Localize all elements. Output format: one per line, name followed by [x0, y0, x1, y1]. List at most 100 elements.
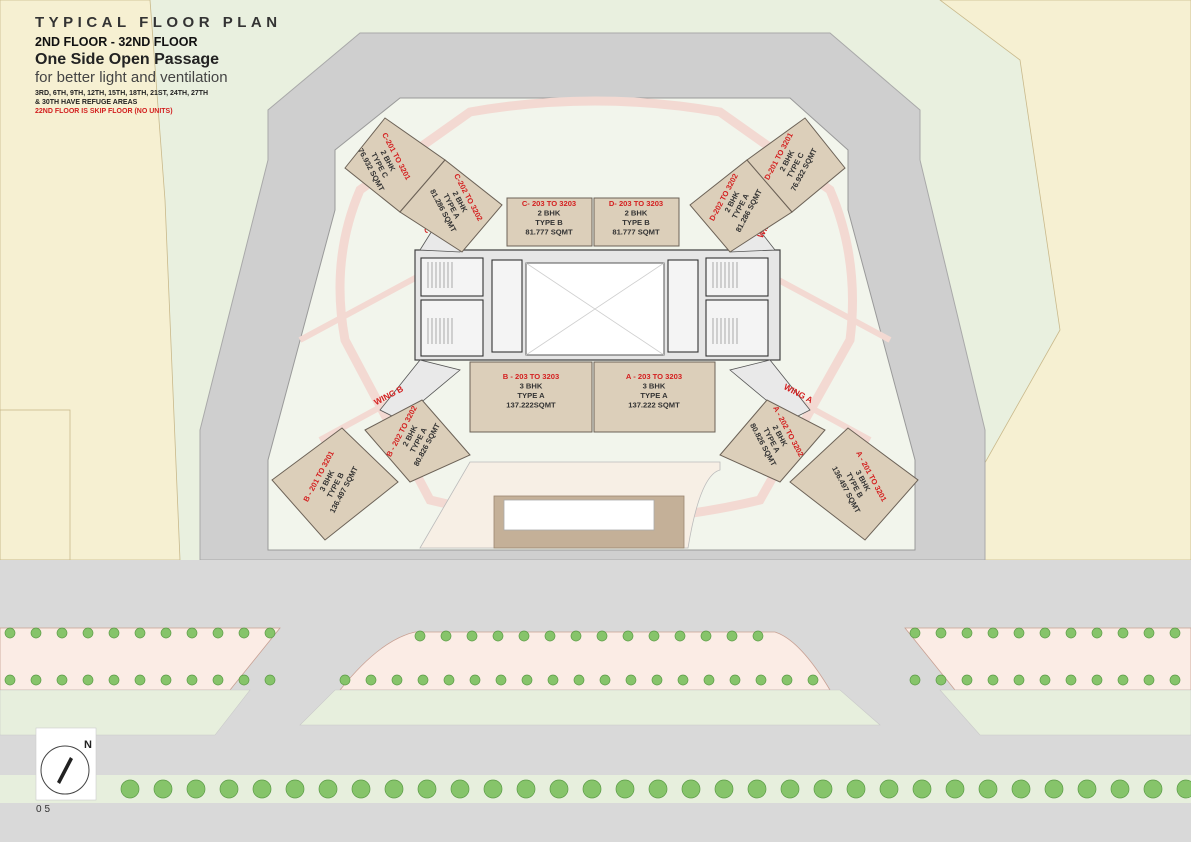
unit-bhk: 3 BHK — [520, 382, 543, 391]
tree — [573, 674, 585, 686]
tree — [1065, 627, 1077, 639]
tree — [414, 630, 426, 642]
tree — [495, 674, 507, 686]
tree — [781, 674, 793, 686]
unit-type: TYPE A — [517, 391, 545, 400]
tree — [582, 779, 602, 799]
tree — [912, 779, 932, 799]
tree — [521, 674, 533, 686]
green-strip-east — [939, 689, 1191, 736]
unit-bhk: 2 BHK — [625, 209, 648, 218]
unit-code: D- 203 TO 3203 — [609, 199, 663, 208]
unit-bhk: 3 BHK — [643, 382, 666, 391]
tree — [547, 674, 559, 686]
tree — [384, 779, 404, 799]
tree — [813, 779, 833, 799]
unit-block — [399, 159, 503, 253]
tree — [417, 779, 437, 799]
plot-beige-west — [0, 0, 181, 561]
tree — [238, 627, 250, 639]
tree — [56, 674, 68, 686]
tree — [466, 630, 478, 642]
tree — [1065, 674, 1077, 686]
unit-block — [593, 361, 716, 433]
tree — [351, 779, 371, 799]
tree — [879, 779, 899, 799]
tree — [391, 674, 403, 686]
core-room — [667, 259, 699, 353]
tree — [961, 674, 973, 686]
tree — [615, 779, 635, 799]
plan-title: TYPICAL FLOOR PLAN — [35, 14, 282, 31]
tree — [945, 779, 965, 799]
tree — [978, 779, 998, 799]
tree — [1039, 674, 1051, 686]
tree — [285, 779, 305, 799]
tree — [622, 630, 634, 642]
tree — [212, 627, 224, 639]
tree — [4, 627, 16, 639]
tree — [160, 674, 172, 686]
tree — [1143, 674, 1155, 686]
tree — [108, 627, 120, 639]
tree — [1091, 674, 1103, 686]
north-compass: N — [35, 727, 97, 801]
tree — [648, 630, 660, 642]
tree — [1169, 674, 1181, 686]
walkway-links — [298, 267, 892, 443]
tree — [674, 630, 686, 642]
tree — [1039, 627, 1051, 639]
tree — [339, 674, 351, 686]
tree — [82, 627, 94, 639]
tree — [318, 779, 338, 799]
tree — [264, 674, 276, 686]
tree — [961, 627, 973, 639]
void-cross — [525, 262, 665, 356]
tree — [1077, 779, 1097, 799]
tree — [909, 674, 921, 686]
page-number: 05 — [36, 804, 54, 815]
unit-type: TYPE B — [622, 218, 650, 227]
compass-ring — [40, 745, 90, 795]
tree — [935, 674, 947, 686]
unit-block — [593, 197, 680, 247]
tree — [264, 627, 276, 639]
unit-area: 81.777 SQMT — [525, 228, 573, 237]
skip-floor-note: 22ND FLOOR IS SKIP FLOOR (NO UNITS) — [35, 108, 173, 115]
feature-subheading: for better light and ventilation — [35, 69, 228, 86]
unit-area: 81.777 SQMT — [612, 228, 660, 237]
unit-d-201: D-201 TO 32012 BHKTYPE C76.932 SQMT — [746, 117, 846, 213]
tree — [238, 674, 250, 686]
tree — [30, 674, 42, 686]
tree — [681, 779, 701, 799]
tree — [440, 630, 452, 642]
tree — [186, 627, 198, 639]
tree — [747, 779, 767, 799]
tree — [153, 779, 173, 799]
unit-block — [719, 399, 826, 483]
tree — [1143, 627, 1155, 639]
tree — [714, 779, 734, 799]
tree — [160, 627, 172, 639]
tree — [625, 674, 637, 686]
tree — [56, 627, 68, 639]
core-room — [491, 259, 523, 353]
tree — [755, 674, 767, 686]
tree — [1013, 674, 1025, 686]
tree — [987, 674, 999, 686]
tree — [1013, 627, 1025, 639]
feature-heading: One Side Open Passage — [35, 51, 220, 68]
tree — [752, 630, 764, 642]
tree — [1110, 779, 1130, 799]
swimming-pool — [503, 499, 655, 531]
tree — [935, 627, 947, 639]
tree — [909, 627, 921, 639]
compass-needle — [57, 757, 73, 784]
compass-north-label: N — [84, 739, 92, 751]
unit-code: C- 203 TO 3203 — [522, 199, 576, 208]
tree — [108, 674, 120, 686]
